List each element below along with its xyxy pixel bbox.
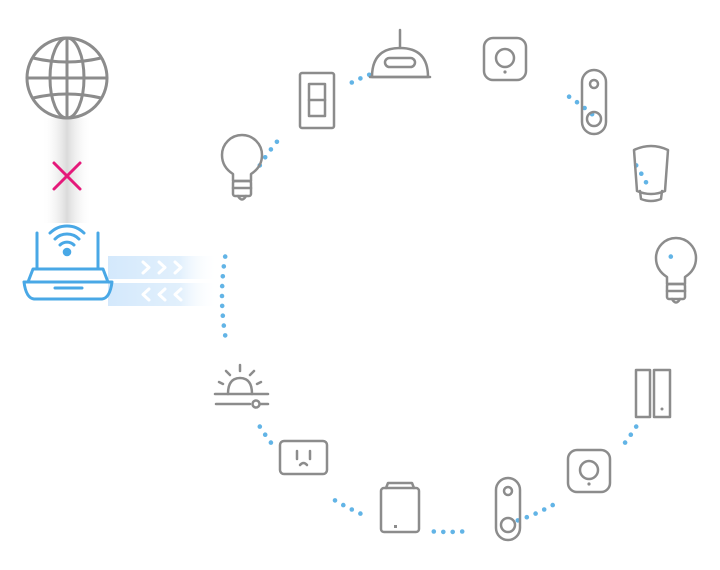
mesh-dot — [222, 333, 228, 338]
light-bulb-icon — [654, 236, 698, 304]
mesh-dot — [524, 514, 530, 520]
smart-plug-icon — [278, 439, 329, 476]
light-switch-icon — [298, 71, 336, 130]
mesh-dot — [668, 254, 674, 259]
mesh-dot — [574, 99, 580, 105]
arrow-right-icon — [173, 260, 183, 275]
video-doorbell-icon — [494, 476, 522, 542]
mesh-dot — [274, 139, 280, 145]
video-doorbell-icon — [580, 68, 608, 136]
globe-icon — [25, 36, 109, 120]
mesh-dot — [358, 76, 363, 81]
mesh-dot — [262, 155, 268, 160]
mesh-dot — [459, 529, 465, 534]
mesh-dot — [633, 424, 639, 429]
siren-icon — [213, 363, 270, 409]
mesh-dot — [550, 502, 555, 508]
mesh-dot — [219, 293, 225, 299]
mesh-dot — [533, 511, 538, 516]
mesh-ring — [219, 72, 674, 535]
uplink-connection — [42, 118, 92, 223]
mesh-dot — [222, 254, 228, 259]
mesh-dot — [219, 303, 225, 309]
mesh-dot — [441, 529, 446, 535]
mesh-dot — [257, 424, 263, 429]
mesh-dot — [349, 80, 355, 85]
motion-sensor-icon — [566, 448, 612, 494]
arrow-right-icon — [141, 260, 151, 275]
mesh-dot — [431, 529, 437, 534]
mesh-dot — [628, 432, 634, 438]
mesh-dot — [566, 94, 572, 99]
mesh-dot — [358, 511, 363, 516]
mesh-dot — [639, 171, 644, 176]
mesh-dot — [450, 529, 456, 535]
mesh-dot — [643, 180, 649, 185]
mesh-dot — [221, 264, 227, 269]
motion-sensor-icon — [482, 36, 528, 82]
mesh-dot — [268, 440, 274, 445]
mesh-dot — [341, 502, 346, 508]
close-icon — [52, 161, 82, 191]
mesh-dot — [262, 432, 268, 438]
mesh-dot — [349, 507, 355, 512]
mesh-dot — [221, 323, 227, 328]
mesh-dot — [541, 507, 547, 512]
mesh-dot — [622, 440, 628, 445]
range-extender-icon — [379, 481, 421, 534]
mesh-dot — [582, 105, 587, 111]
wifi-router-icon — [22, 224, 114, 301]
arrow-left-icon — [173, 287, 183, 302]
mesh-dot — [332, 498, 338, 503]
light-bulb-icon — [220, 133, 264, 201]
arrow-left-icon — [141, 287, 151, 302]
ceiling-light-icon — [632, 144, 670, 203]
mesh-dot — [220, 313, 226, 319]
mesh-dot — [219, 283, 225, 289]
arrow-left-icon — [157, 287, 167, 302]
mesh-dot — [220, 274, 226, 279]
router-mesh-link — [108, 256, 218, 306]
smart-hub-icon — [368, 28, 432, 79]
door-window-sensor-icon — [634, 368, 672, 419]
arrow-right-icon — [157, 260, 167, 275]
mesh-dot — [268, 147, 274, 152]
